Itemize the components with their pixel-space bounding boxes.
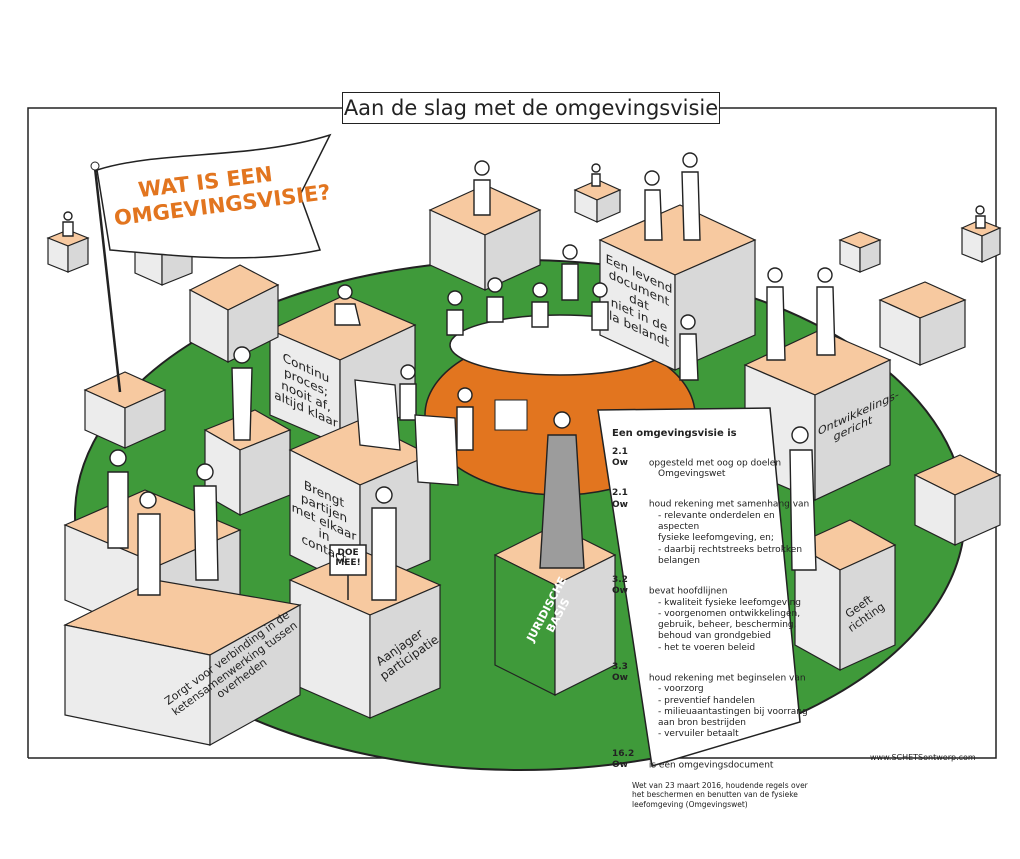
flag-pole: [93, 167, 122, 393]
person-leaning: [107, 449, 129, 549]
person-sitting-5: [591, 282, 609, 331]
cube-right-2: [913, 454, 1002, 546]
person-presenter: [766, 267, 786, 361]
cube-left-1: [188, 264, 280, 363]
person-woman-top: [644, 170, 663, 241]
doe-mee-text: DOE MEE!: [330, 548, 366, 569]
paper-stack: [494, 399, 528, 431]
cube-zorgt: [63, 579, 302, 747]
person-chair-1: [399, 364, 417, 421]
person-woman-right: [679, 314, 699, 381]
flag-pole-tip: [90, 161, 100, 171]
scroll-item: 2.1 Ow opgesteld met oog op doelen Omgev…: [612, 447, 812, 481]
article-code: 2.1 Ow: [612, 488, 628, 510]
item-line: - preventief handelen: [658, 695, 755, 706]
scroll-paper: [597, 407, 801, 767]
cube-continu: [268, 294, 417, 446]
scroll-item: 3.2 Ow bevat hoofdlijnen - kwaliteit fys…: [612, 575, 812, 654]
scroll-content: Een omgevingsvisie is 2.1 Ow opgesteld m…: [612, 428, 812, 809]
person-pointing: [789, 426, 817, 571]
item-line: behoud van grondgebied: [658, 631, 771, 642]
person-tiny-right: [975, 205, 986, 229]
article-code: 3.2 Ow: [612, 575, 628, 597]
article-code: 3.3 Ow: [612, 661, 628, 683]
cube-levend: [598, 204, 757, 371]
item-line: Omgevingswet: [658, 469, 726, 479]
page-title: Aan de slag met de omgevingsvisie: [342, 92, 720, 124]
doe-mee-sign: [329, 544, 367, 576]
scroll-item: 16.2 Ow is een omgevingsdocument: [612, 749, 812, 772]
scroll-heading: Een omgevingsvisie is: [612, 428, 737, 439]
cube-right-small: [838, 231, 882, 273]
item-line: - vervuiler betaalt: [658, 729, 739, 740]
item-line: houd rekening met beginselen van: [648, 673, 806, 683]
item-line: is een omgevingsdocument: [648, 759, 774, 770]
label-line: DOE: [337, 548, 359, 558]
item-line: - kwaliteit fysieke leefomgeving: [658, 597, 802, 608]
item-line: belangen: [658, 555, 700, 566]
person-doemee: [371, 486, 397, 601]
person-sitting-4: [561, 244, 579, 301]
article-code: 2.1 Ow: [612, 446, 628, 468]
item-line: - voorgenomen ontwikkelingen,: [658, 608, 801, 619]
item-line: - het te voeren beleid: [658, 642, 756, 653]
item-line: - daarbij rechtstreeks betrokken: [658, 544, 803, 555]
scroll-item: 2.1 Ow houd rekening met samenhang van -…: [612, 488, 812, 567]
frame-left: [27, 107, 342, 758]
person-sitting-1: [446, 290, 464, 336]
person-sitting-2: [486, 277, 504, 323]
item-line: - voorzorg: [658, 684, 704, 695]
chairs: [354, 379, 459, 486]
person-builder: [816, 267, 836, 356]
cube-right-1: [878, 281, 967, 366]
label-line: MEE!: [335, 558, 361, 569]
item-line: fysieke leefomgeving, en;: [658, 533, 774, 544]
chair-2: [414, 414, 459, 486]
person-sitting-3: [531, 282, 549, 328]
scroll-item: 3.3 Ow houd rekening met beginselen van …: [612, 662, 812, 741]
item-line: opgesteld met oog op doelen: [648, 457, 782, 468]
person-tiny-left: [62, 211, 74, 237]
person-handshake-1: [137, 491, 161, 596]
credit-text[interactable]: www.SCHETSontwerp.com: [870, 753, 976, 762]
person-walking: [231, 346, 253, 441]
person-judge: [539, 411, 585, 569]
cube-aanjager: [288, 549, 442, 719]
cube-tiny-left: [46, 229, 90, 273]
person-handshake-2: [193, 463, 219, 581]
chair-1: [354, 379, 401, 451]
cube-flag: [83, 371, 167, 449]
item-line: bevat hoofdlijnen: [648, 586, 728, 597]
person-raising-arm: [681, 152, 701, 241]
item-line: gebruik, beheer, bescherming,: [658, 620, 797, 630]
person-top-cube: [473, 160, 491, 216]
person-small-top: [591, 163, 601, 187]
item-line: aan bron bestrijden: [658, 718, 747, 728]
figures: [62, 152, 986, 601]
cube-small-top: [573, 179, 622, 223]
article-code: 16.2 Ow: [612, 748, 635, 770]
cube-geeft: [793, 519, 897, 672]
item-line: - relevante onderdelen en aspecten: [658, 510, 775, 532]
flag-cloth: [96, 133, 332, 259]
item-line: houd rekening met samenhang van: [648, 499, 810, 510]
item-line: - milieuaantastingen bij voorrang: [658, 706, 808, 717]
law-reference: Wet van 23 maart 2016, houdende regels o…: [632, 781, 808, 809]
person-chair-2: [456, 387, 474, 451]
person-drawing: [334, 284, 361, 326]
